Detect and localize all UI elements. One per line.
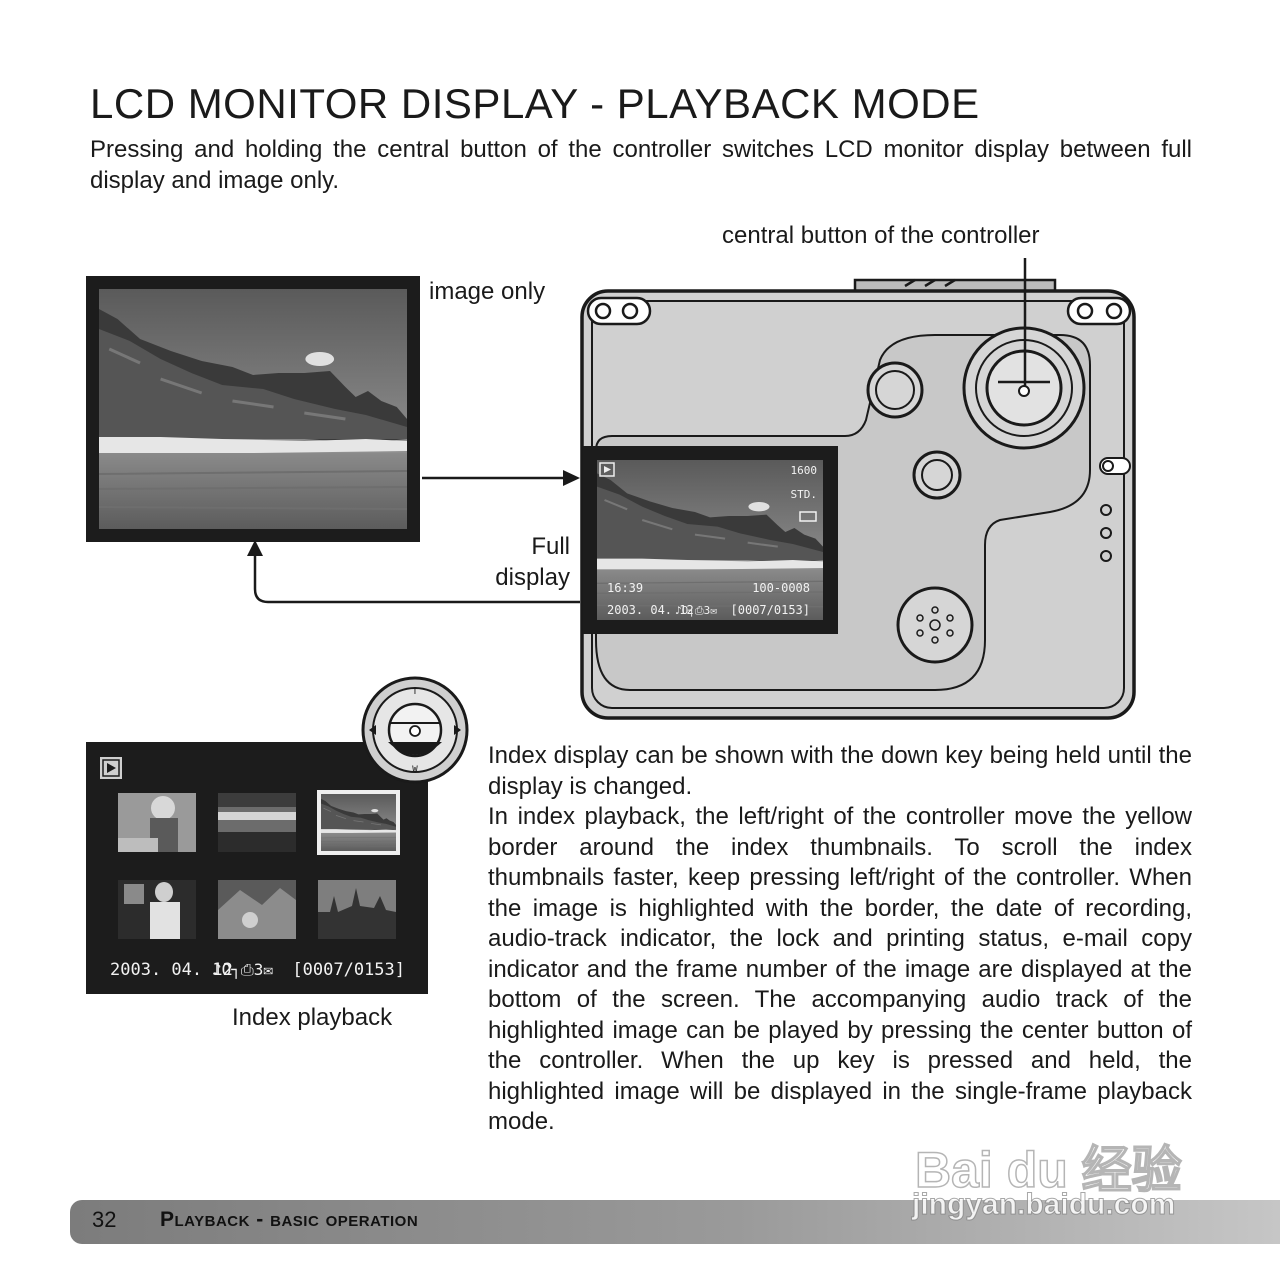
full-display-label: Full display	[440, 531, 570, 593]
body-paragraph-1: Index display can be shown with the down…	[488, 742, 1192, 800]
index-thumbnail	[218, 880, 296, 939]
watermark-url: jingyan.baidu.com	[911, 1188, 1176, 1222]
index-date: 2003. 04. 12	[110, 960, 233, 980]
page-number: 32	[92, 1207, 117, 1232]
full-display-label-line1: Full	[531, 533, 570, 560]
lcd-status-icons: ♪O┐⎙3✉	[675, 604, 717, 617]
index-thumbnail	[118, 880, 196, 939]
index-thumbnail	[118, 793, 196, 852]
image-only-label: image only	[429, 278, 546, 305]
lcd-landscape-photo	[597, 460, 823, 620]
lcd-date: 2003. 04. 12	[607, 603, 694, 617]
return-arrow-head	[247, 540, 263, 556]
index-playback-screen: 2003. 04. 12 ♪O┐⎙3✉ [0007/0153]	[86, 742, 428, 994]
playback-icon	[599, 462, 615, 477]
watermark-logo: Bai du 经验	[914, 1141, 1182, 1199]
lcd-quality: STD.	[791, 488, 818, 501]
intro-paragraph: Pressing and holding the central button …	[90, 136, 1192, 194]
section-title: Playback - basic operation	[160, 1208, 419, 1231]
controller-down-key-icon: T W	[361, 676, 469, 784]
index-playback-label: Index playback	[232, 1004, 393, 1031]
index-thumbnail	[318, 880, 396, 939]
body-text: Index display can be shown with the down…	[488, 741, 1192, 1138]
controller-mark-top: T	[412, 687, 418, 697]
index-status-icons: ♪O┐⎙3✉	[212, 960, 273, 979]
forward-arrow-head	[563, 470, 580, 486]
index-thumbnail-highlighted	[317, 790, 400, 855]
lcd-full-display: 1600 STD. 16:39 100-0008 2003. 04. 12 ♪O…	[583, 446, 838, 634]
lcd-iso: 1600	[791, 464, 818, 477]
central-button-label: central button of the controller	[722, 222, 1040, 249]
lcd-frame-counter: [0007/0153]	[731, 603, 810, 617]
image-only-screen	[86, 276, 420, 542]
body-paragraph-2: In index playback, the left/right of the…	[488, 803, 1192, 1135]
lcd-time: 16:39	[607, 581, 643, 595]
lcd-file-number: 100-0008	[752, 581, 810, 595]
battery-icon	[799, 511, 817, 522]
full-display-label-line2: display	[495, 564, 570, 591]
footer-bar	[70, 1200, 1280, 1244]
controller-mark-bottom: W	[412, 765, 418, 775]
index-frame-counter: [0007/0153]	[292, 960, 405, 980]
landscape-photo	[99, 289, 407, 529]
return-arrow	[253, 552, 580, 604]
page-title: LCD MONITOR DISPLAY - PLAYBACK MODE	[90, 80, 980, 127]
index-thumbnail	[218, 793, 296, 852]
